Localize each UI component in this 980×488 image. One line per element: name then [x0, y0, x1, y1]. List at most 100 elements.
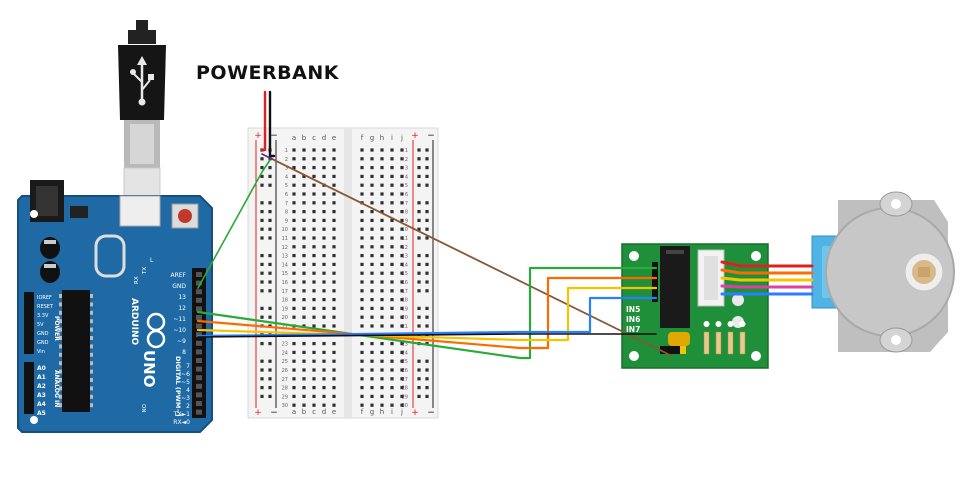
breadboard-hole — [400, 245, 404, 249]
breadboard-row-label: 26 — [282, 368, 288, 374]
rail-hole — [268, 236, 272, 240]
chip-pin — [90, 294, 93, 298]
breadboard-hole — [390, 210, 394, 214]
breadboard-hole — [360, 342, 364, 346]
rail-hole — [260, 183, 264, 187]
pin-0-label: RX◄0 — [173, 419, 190, 426]
rail-hole — [425, 227, 429, 231]
pin-13-label: 13 — [178, 294, 186, 301]
reset-button[interactable] — [178, 209, 192, 223]
breadboard-hole — [380, 192, 384, 196]
breadboard-hole — [302, 174, 306, 178]
pin-4-label: 4 — [186, 387, 190, 394]
breadboard-hole — [332, 245, 336, 249]
breadboard-hole — [322, 350, 326, 354]
breadboard-hole — [322, 174, 326, 178]
breadboard-hole — [292, 289, 296, 293]
breadboard-row-label: 2 — [405, 157, 408, 163]
chip-pin — [59, 378, 62, 382]
tx-label: TX — [142, 267, 148, 275]
breadboard-hole — [312, 324, 316, 328]
breadboard-hole — [370, 166, 374, 170]
breadboard-hole — [400, 298, 404, 302]
pin-5-label: ~5 — [181, 379, 190, 386]
rail-hole — [417, 377, 421, 381]
breadboard-hole — [292, 201, 296, 205]
chip-pin — [90, 378, 93, 382]
breadboard-hole — [390, 183, 394, 187]
driver-input-in6: IN6 — [626, 315, 640, 324]
breadboard-hole — [292, 298, 296, 302]
chip-pin — [90, 310, 93, 315]
arduino-logo — [146, 312, 166, 349]
breadboard-column-label: c — [312, 134, 316, 142]
stepper-motor — [811, 191, 955, 353]
breadboard-row-label: 21 — [402, 324, 408, 330]
breadboard-hole — [370, 289, 374, 293]
breadboard-hole — [312, 236, 316, 240]
breadboard-row-label: 10 — [282, 227, 288, 233]
breadboard-column-label: f — [361, 134, 364, 142]
breadboard-column-label: i — [391, 408, 393, 416]
breadboard-hole — [312, 342, 316, 346]
breadboard-hole — [390, 236, 394, 240]
chip-pin — [90, 361, 93, 366]
breadboard-hole — [380, 271, 384, 275]
breadboard-hole — [370, 324, 374, 328]
breadboard-hole — [322, 280, 326, 284]
breadboard-hole — [312, 227, 316, 231]
breadboard-hole — [380, 394, 384, 398]
breadboard-row-label: 19 — [282, 306, 288, 312]
breadboard-column-label: g — [370, 134, 374, 142]
breadboard-hole — [390, 386, 394, 390]
header-pin — [196, 272, 202, 277]
breadboard-row-label: 25 — [402, 359, 408, 365]
breadboard-row-label: 15 — [282, 271, 288, 277]
breadboard-hole — [400, 377, 404, 381]
breadboard-hole — [360, 315, 364, 319]
breadboard-hole — [292, 306, 296, 310]
breadboard-hole — [322, 218, 326, 222]
rail-hole — [425, 306, 429, 310]
breadboard-hole — [322, 201, 326, 205]
rail-hole — [417, 359, 421, 363]
rail-hole — [260, 280, 264, 284]
rail-minus-bottom-right: − — [427, 408, 435, 418]
breadboard-hole — [322, 157, 326, 161]
breadboard-row-label: 1 — [285, 148, 288, 154]
power-pin-reset: RESET — [37, 304, 54, 310]
breadboard-row-label: 28 — [282, 386, 288, 392]
rail-hole — [268, 254, 272, 258]
power-pin-gnd-1: GND — [37, 331, 49, 337]
breadboard-hole — [302, 350, 306, 354]
rail-hole — [425, 377, 429, 381]
breadboard-hole — [312, 289, 316, 293]
breadboard-row-label: 17 — [402, 289, 408, 295]
breadboard-hole — [322, 394, 326, 398]
breadboard-hole — [322, 403, 326, 407]
rail-hole — [268, 227, 272, 231]
on-label: ON — [140, 404, 146, 412]
breadboard-row-label: 13 — [282, 254, 288, 260]
breadboard-hole — [400, 324, 404, 328]
rail-hole — [417, 368, 421, 372]
driver-input-in5: IN5 — [626, 305, 640, 314]
breadboard-hole — [400, 192, 404, 196]
rail-hole — [268, 386, 272, 390]
breadboard-row-label: 17 — [282, 289, 288, 295]
breadboard-hole — [292, 218, 296, 222]
rail-hole — [425, 359, 429, 363]
breadboard-hole — [360, 359, 364, 363]
breadboard-row-label: 4 — [285, 174, 288, 180]
analog-pin-a5: A5 — [37, 410, 46, 417]
rail-hole — [268, 201, 272, 205]
chip-pin — [90, 403, 93, 408]
breadboard-hole — [322, 148, 326, 152]
breadboard-hole — [380, 148, 384, 152]
rail-hole — [425, 183, 429, 187]
breadboard-column-label: c — [312, 408, 316, 416]
breadboard-hole — [302, 210, 306, 214]
breadboard-row-label: 20 — [402, 315, 408, 321]
breadboard-hole — [312, 166, 316, 170]
